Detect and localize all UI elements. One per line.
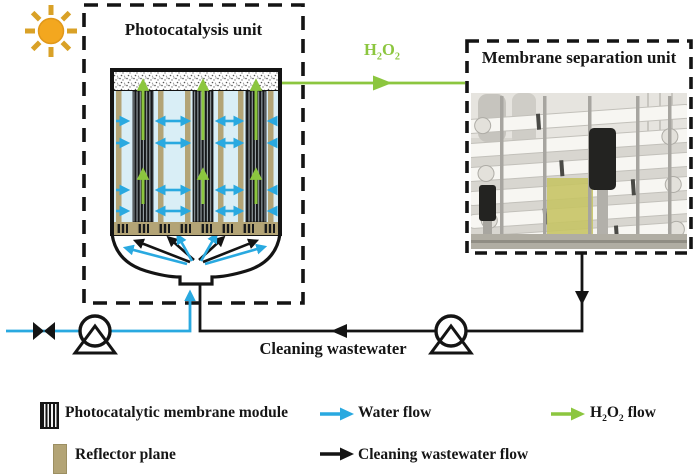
h2o2-flow-arrow-icon	[551, 407, 585, 421]
water-flow-arrow-icon	[320, 407, 354, 421]
module-bottom-stubs	[116, 224, 275, 233]
left-arrowhead	[331, 324, 347, 338]
photocatalysis-reactor	[110, 68, 282, 236]
bowl-water-arrows	[122, 232, 268, 266]
reactor-bowl	[110, 232, 282, 286]
legend-reflector-label: Reflector plane	[75, 446, 176, 463]
photocatalytic-membrane-modules	[132, 90, 267, 223]
legend-membrane-module-label: Photocatalytic membrane module	[65, 404, 288, 421]
h2o2-arrowhead	[373, 75, 392, 91]
feed-valve-icon	[33, 322, 55, 340]
feed-pump-icon	[73, 314, 117, 355]
membrane-unit-photo	[471, 93, 687, 249]
cleaning-wastewater-label: Cleaning wastewater	[259, 339, 407, 358]
recirculation-pump-icon	[429, 314, 473, 355]
h2o2-flow-line	[281, 75, 465, 91]
cleaning-flow-arrow-icon	[320, 447, 354, 461]
reactor-base-plate	[114, 222, 278, 235]
h2o2-label: H2O2	[364, 40, 400, 63]
membrane-unit-box	[465, 39, 693, 255]
reflector-plane-swatch	[53, 444, 67, 474]
membrane-module-swatch	[40, 402, 59, 429]
water-feed-line	[6, 289, 196, 340]
legend-cleaning-flow-label: Cleaning wastewater flow	[358, 446, 529, 463]
reflector-planes	[116, 91, 274, 222]
legend-h2o2-flow-label: H2O2 flow	[590, 404, 657, 425]
legend-water-flow-label: Water flow	[358, 404, 432, 421]
reactor-lid	[114, 72, 278, 91]
photocatalysis-unit-box	[82, 3, 305, 305]
sun-icon	[25, 5, 77, 57]
photocatalysis-unit-title: Photocatalysis unit	[124, 20, 263, 39]
membrane-unit-title: Membrane separation unit	[481, 48, 677, 67]
down-arrowhead	[575, 291, 589, 305]
cleaning-wastewater-line	[198, 253, 589, 338]
